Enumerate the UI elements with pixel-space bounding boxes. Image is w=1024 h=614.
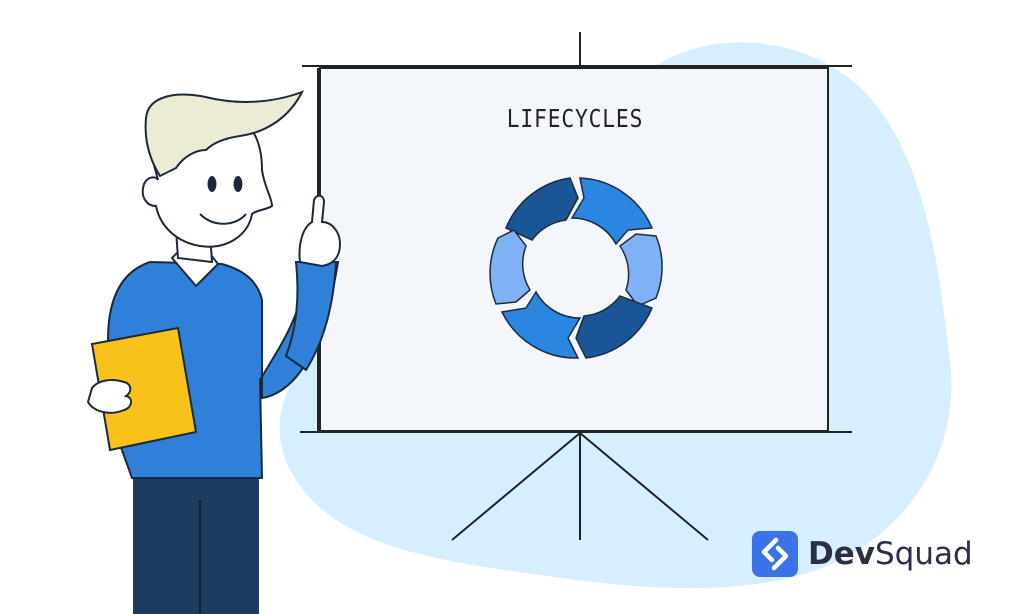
projection-screen bbox=[300, 32, 852, 541]
brand-name-regular: Squad bbox=[874, 536, 973, 572]
lifecycle-ring-icon bbox=[489, 177, 663, 359]
clipboard bbox=[90, 326, 198, 452]
brand-name: DevSquad bbox=[808, 536, 973, 572]
brand-name-bold: Dev bbox=[808, 536, 875, 572]
presenter-character bbox=[86, 90, 342, 614]
brand-mark[interactable]: DevSquad bbox=[752, 530, 973, 578]
board-title: LIFECYCLES bbox=[506, 104, 644, 133]
devsquad-logo-icon bbox=[752, 531, 798, 577]
